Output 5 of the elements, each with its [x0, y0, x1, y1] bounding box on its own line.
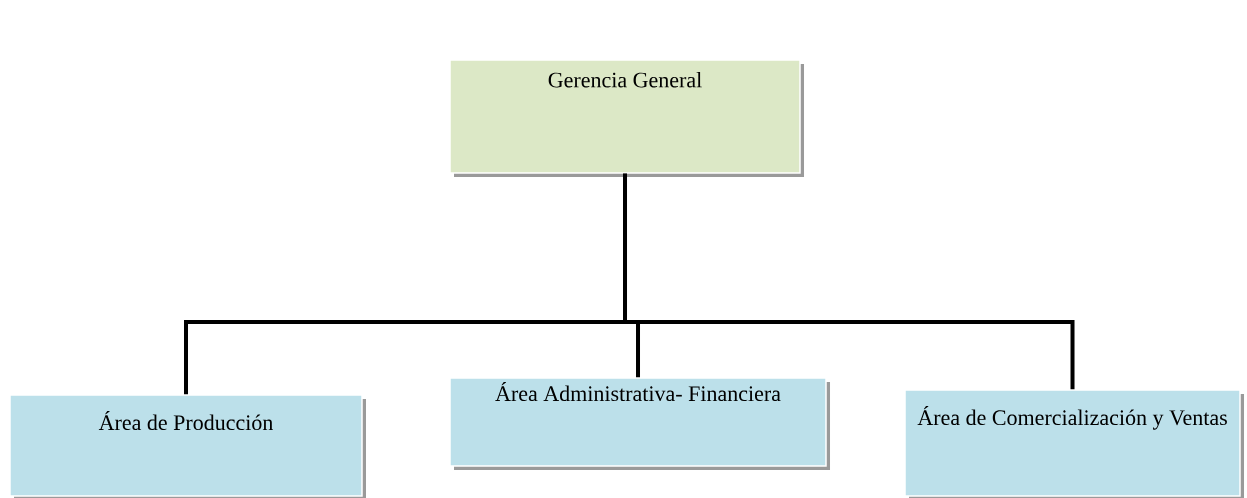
- org-box: Área de Producción: [9, 394, 366, 498]
- org-box: Área de Comercialización y Ventas: [904, 389, 1244, 498]
- org-box: Gerencia General: [449, 59, 804, 177]
- connector-line: [623, 173, 1075, 390]
- org-box: Área Administrativa- Financiera: [449, 377, 830, 470]
